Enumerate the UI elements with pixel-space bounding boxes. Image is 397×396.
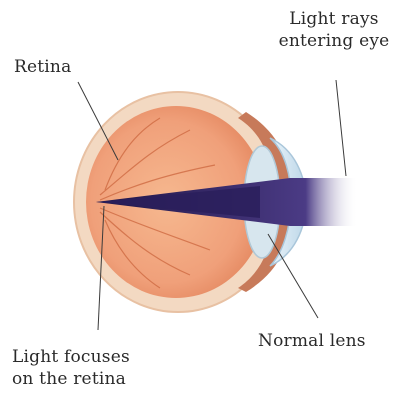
label-light-focuses: Light focuses on the retina [12, 346, 130, 390]
label-normal-lens: Normal lens [258, 330, 366, 352]
label-light-focuses-line1: Light focuses [12, 346, 130, 368]
label-light-focuses-line2: on the retina [12, 368, 130, 390]
label-light-rays-line1: Light rays [274, 8, 394, 30]
label-light-rays-line2: entering eye [274, 30, 394, 52]
label-retina: Retina [14, 56, 71, 78]
leader-rays [336, 80, 346, 176]
label-light-rays: Light rays entering eye [274, 8, 394, 52]
